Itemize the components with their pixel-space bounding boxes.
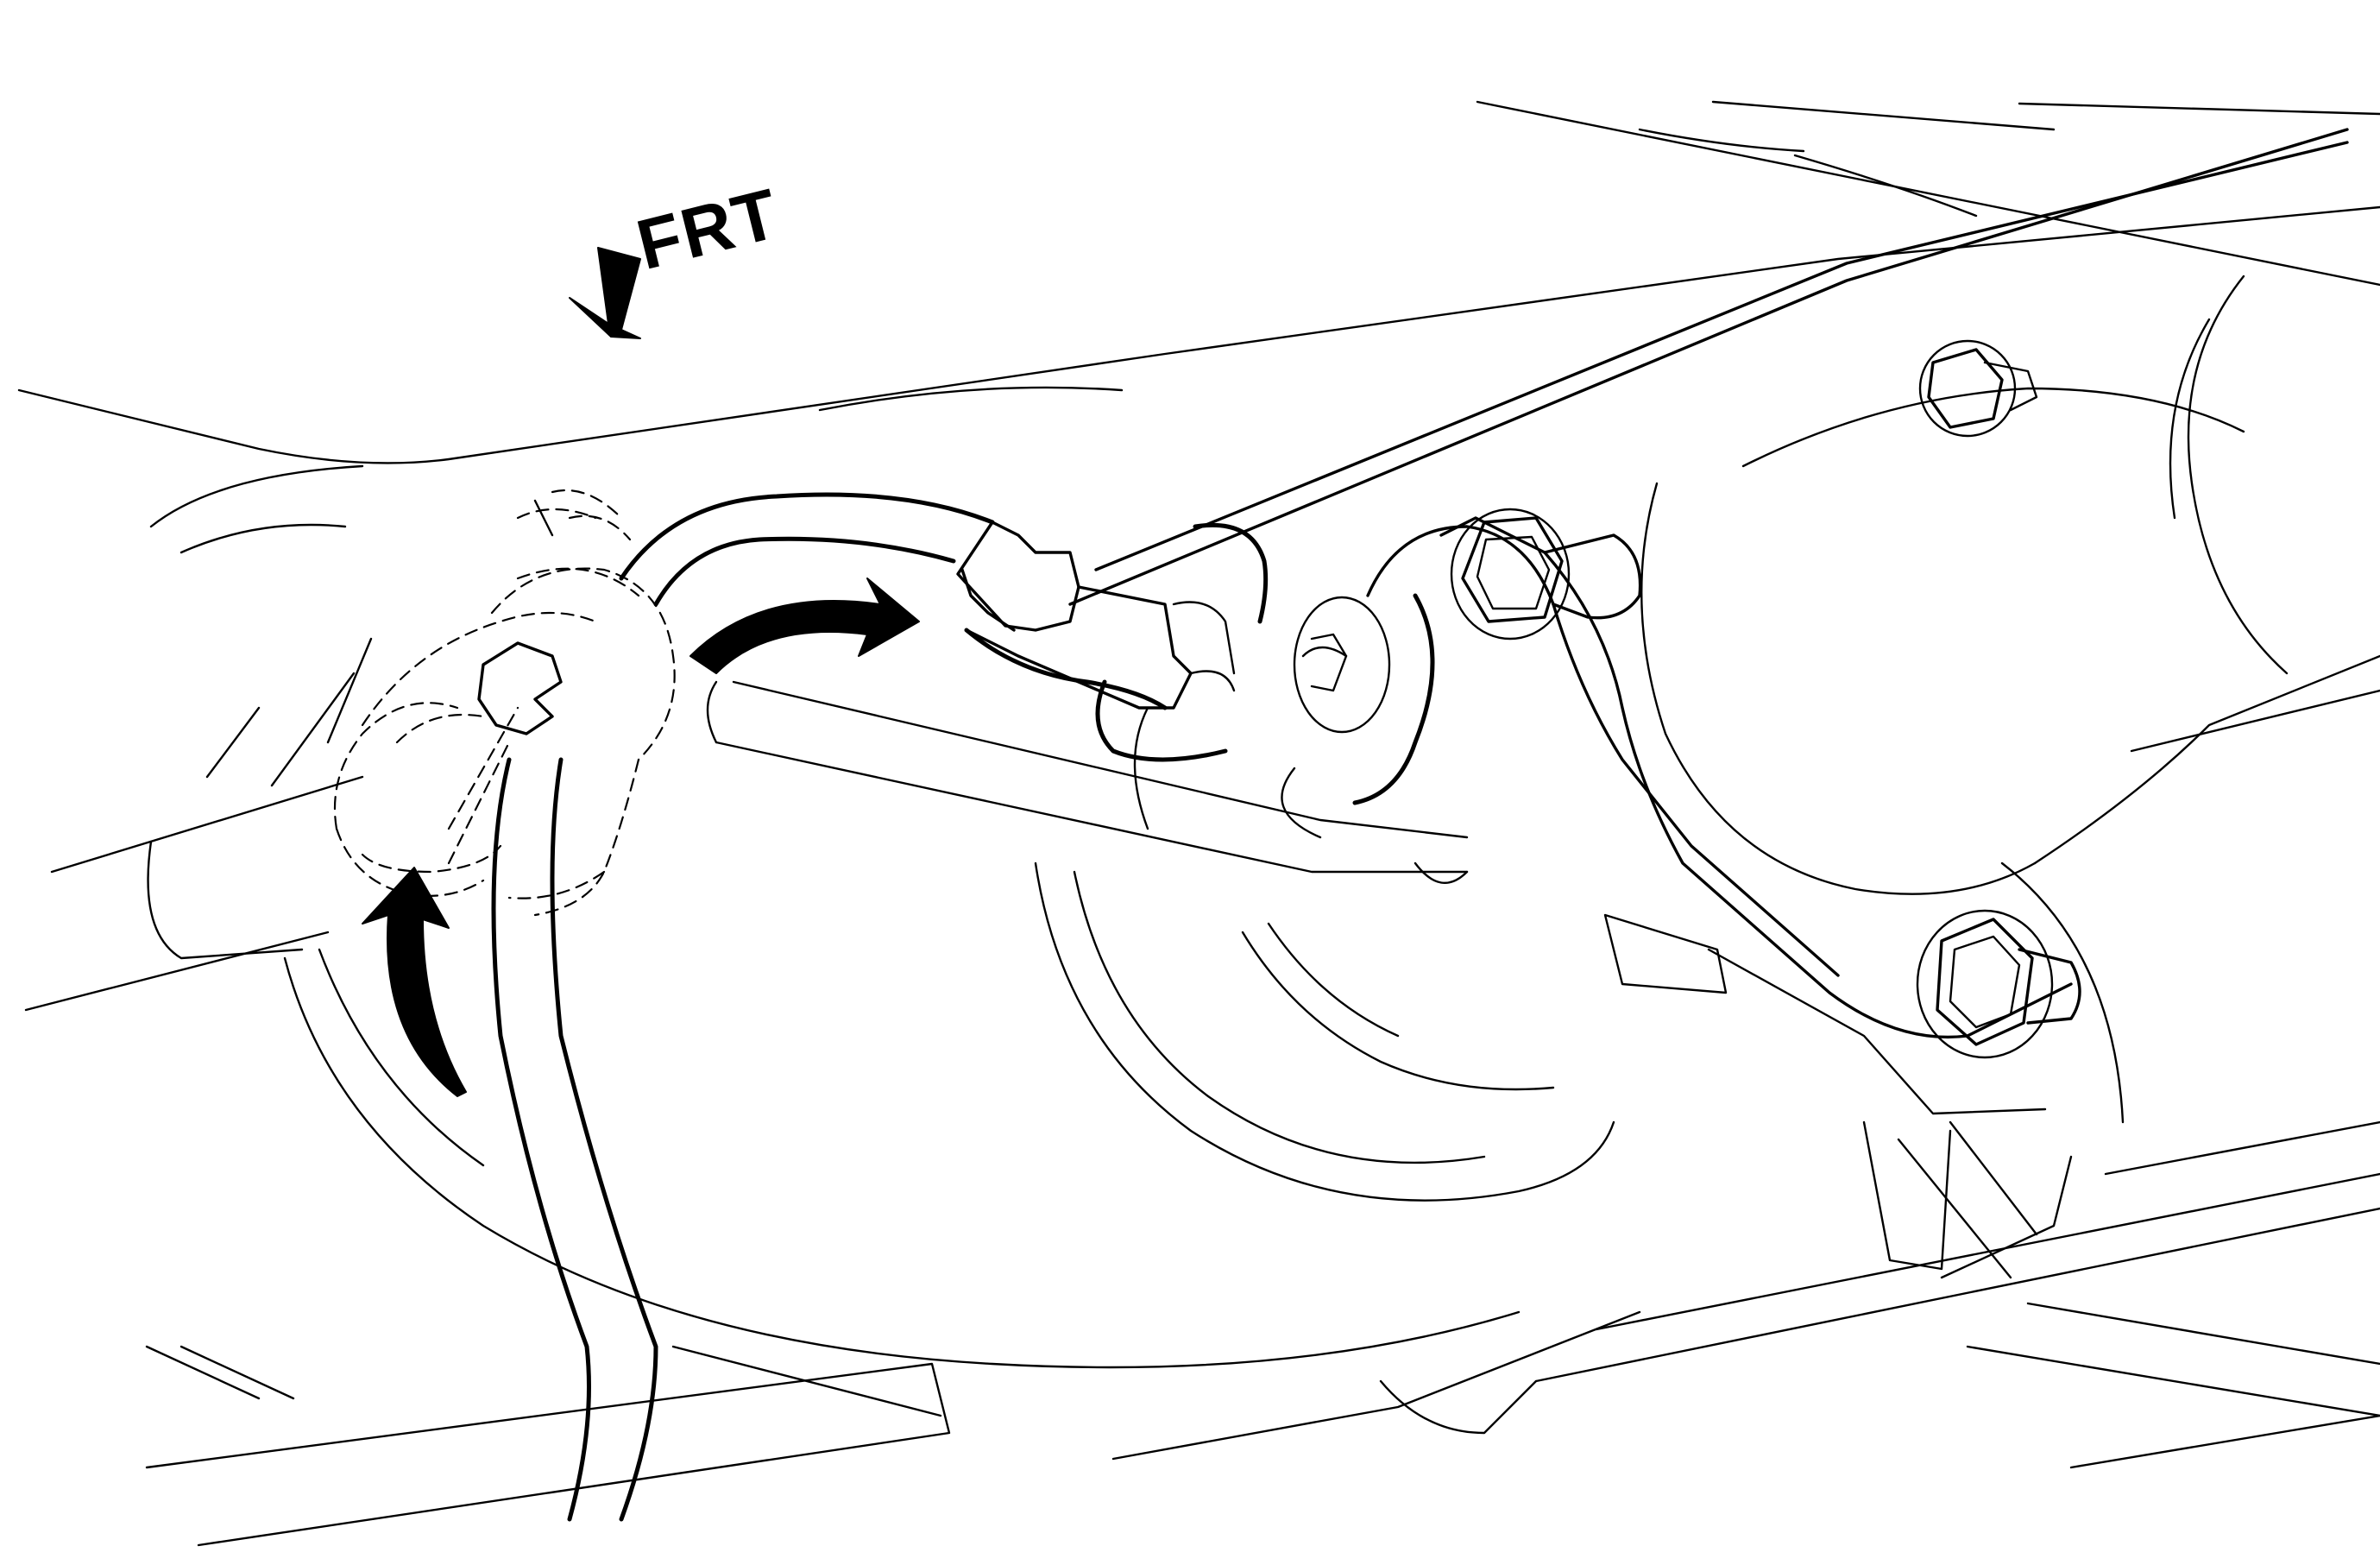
harness-retaining-clip: [333, 489, 676, 917]
curved-motion-arrow-lower: [362, 867, 467, 1097]
top-right-bolt: [1918, 339, 2038, 438]
sensor-wiring-harness: [491, 492, 995, 1522]
front-direction-arrow-icon: [569, 247, 641, 339]
bracket-assembly: [706, 128, 2349, 1115]
upper-bolt: [1450, 508, 1642, 641]
oxygen-sensor: [956, 521, 1435, 805]
curved-motion-arrow-upper: [689, 577, 920, 674]
lower-bolt: [1916, 909, 2081, 1059]
vehicle-body-outline: [17, 100, 2380, 1547]
